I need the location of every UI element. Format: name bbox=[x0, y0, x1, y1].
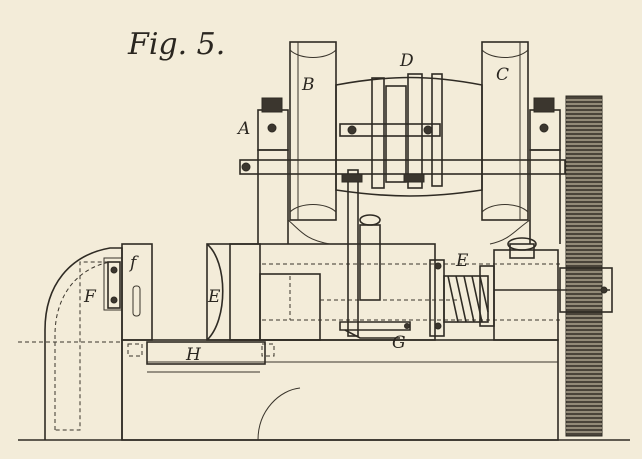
drum-d-hub-2 bbox=[407, 73, 423, 189]
drum-d-hub-1 bbox=[371, 77, 385, 189]
bearing-right-bolt bbox=[539, 123, 549, 133]
label-b: B bbox=[301, 75, 315, 95]
rod-h-block-left bbox=[127, 343, 143, 357]
casting-block bbox=[259, 273, 321, 341]
worm-thread bbox=[443, 275, 489, 323]
oil-cup-body bbox=[509, 243, 535, 259]
drum-collar-1 bbox=[341, 173, 363, 183]
bearing-a-bolt bbox=[267, 123, 277, 133]
rod-h-block-right bbox=[261, 343, 275, 357]
frame-right bbox=[529, 149, 561, 244]
bearing-a-cap bbox=[261, 97, 283, 113]
cross-bar-nut-left bbox=[347, 125, 357, 135]
vertical-rod bbox=[347, 169, 359, 337]
worm-coupling bbox=[479, 265, 495, 327]
casting-inner-left bbox=[229, 243, 261, 341]
casting-curve bbox=[206, 243, 224, 341]
bearing-right-cap bbox=[533, 97, 555, 113]
cross-bar bbox=[339, 123, 441, 137]
bolt-block bbox=[107, 261, 121, 309]
label-d: D bbox=[399, 51, 414, 71]
pulley-c-rim-bottom bbox=[481, 204, 529, 213]
label-c: C bbox=[496, 65, 509, 85]
upright-f bbox=[121, 243, 153, 341]
rod-h bbox=[146, 341, 266, 365]
gear-hub-bolt bbox=[600, 286, 608, 294]
label-e: E bbox=[455, 251, 469, 271]
lever-g-pin bbox=[404, 323, 410, 329]
label-e-left: E bbox=[207, 287, 221, 307]
housing-f-inner bbox=[54, 261, 111, 431]
bolt-top bbox=[110, 266, 118, 274]
lever-g bbox=[339, 321, 411, 331]
gear-hub bbox=[559, 267, 613, 313]
cross-bar-nut-right bbox=[423, 125, 433, 135]
drum-collar-2 bbox=[403, 173, 425, 183]
frame-right-curve bbox=[489, 219, 531, 245]
main-shaft bbox=[239, 159, 566, 175]
pulley-c-rim-top bbox=[481, 49, 529, 58]
gear-teeth bbox=[566, 99, 602, 433]
frame-left bbox=[257, 149, 289, 244]
drum-d bbox=[335, 76, 483, 197]
label-f-lower: f bbox=[128, 253, 139, 273]
gear-wheel bbox=[565, 95, 603, 437]
lever-g-link bbox=[344, 329, 400, 339]
frame-left-curve bbox=[287, 219, 331, 245]
worm-bolt-bottom bbox=[434, 322, 442, 330]
pulley-b-rim-top bbox=[289, 49, 337, 58]
main-casting bbox=[206, 243, 436, 341]
label-h: H bbox=[185, 345, 202, 365]
pulley-b-rim-bottom bbox=[289, 204, 337, 213]
label-g: G bbox=[392, 333, 406, 353]
pulley-b bbox=[289, 41, 337, 221]
tube bbox=[359, 224, 381, 301]
bolt-bottom bbox=[110, 296, 118, 304]
housing-f bbox=[44, 247, 123, 440]
drum-d-hub-4 bbox=[385, 85, 407, 183]
bed-arch bbox=[257, 387, 301, 441]
tube-top bbox=[359, 214, 381, 226]
slot-f bbox=[132, 285, 141, 317]
label-f-upper: F bbox=[83, 287, 97, 307]
oil-cup bbox=[507, 237, 537, 251]
worm-bolt-top bbox=[434, 262, 442, 270]
shaft-end-left bbox=[241, 162, 251, 172]
label-a: A bbox=[236, 119, 250, 139]
figure-title: Fig. 5. bbox=[127, 27, 225, 62]
